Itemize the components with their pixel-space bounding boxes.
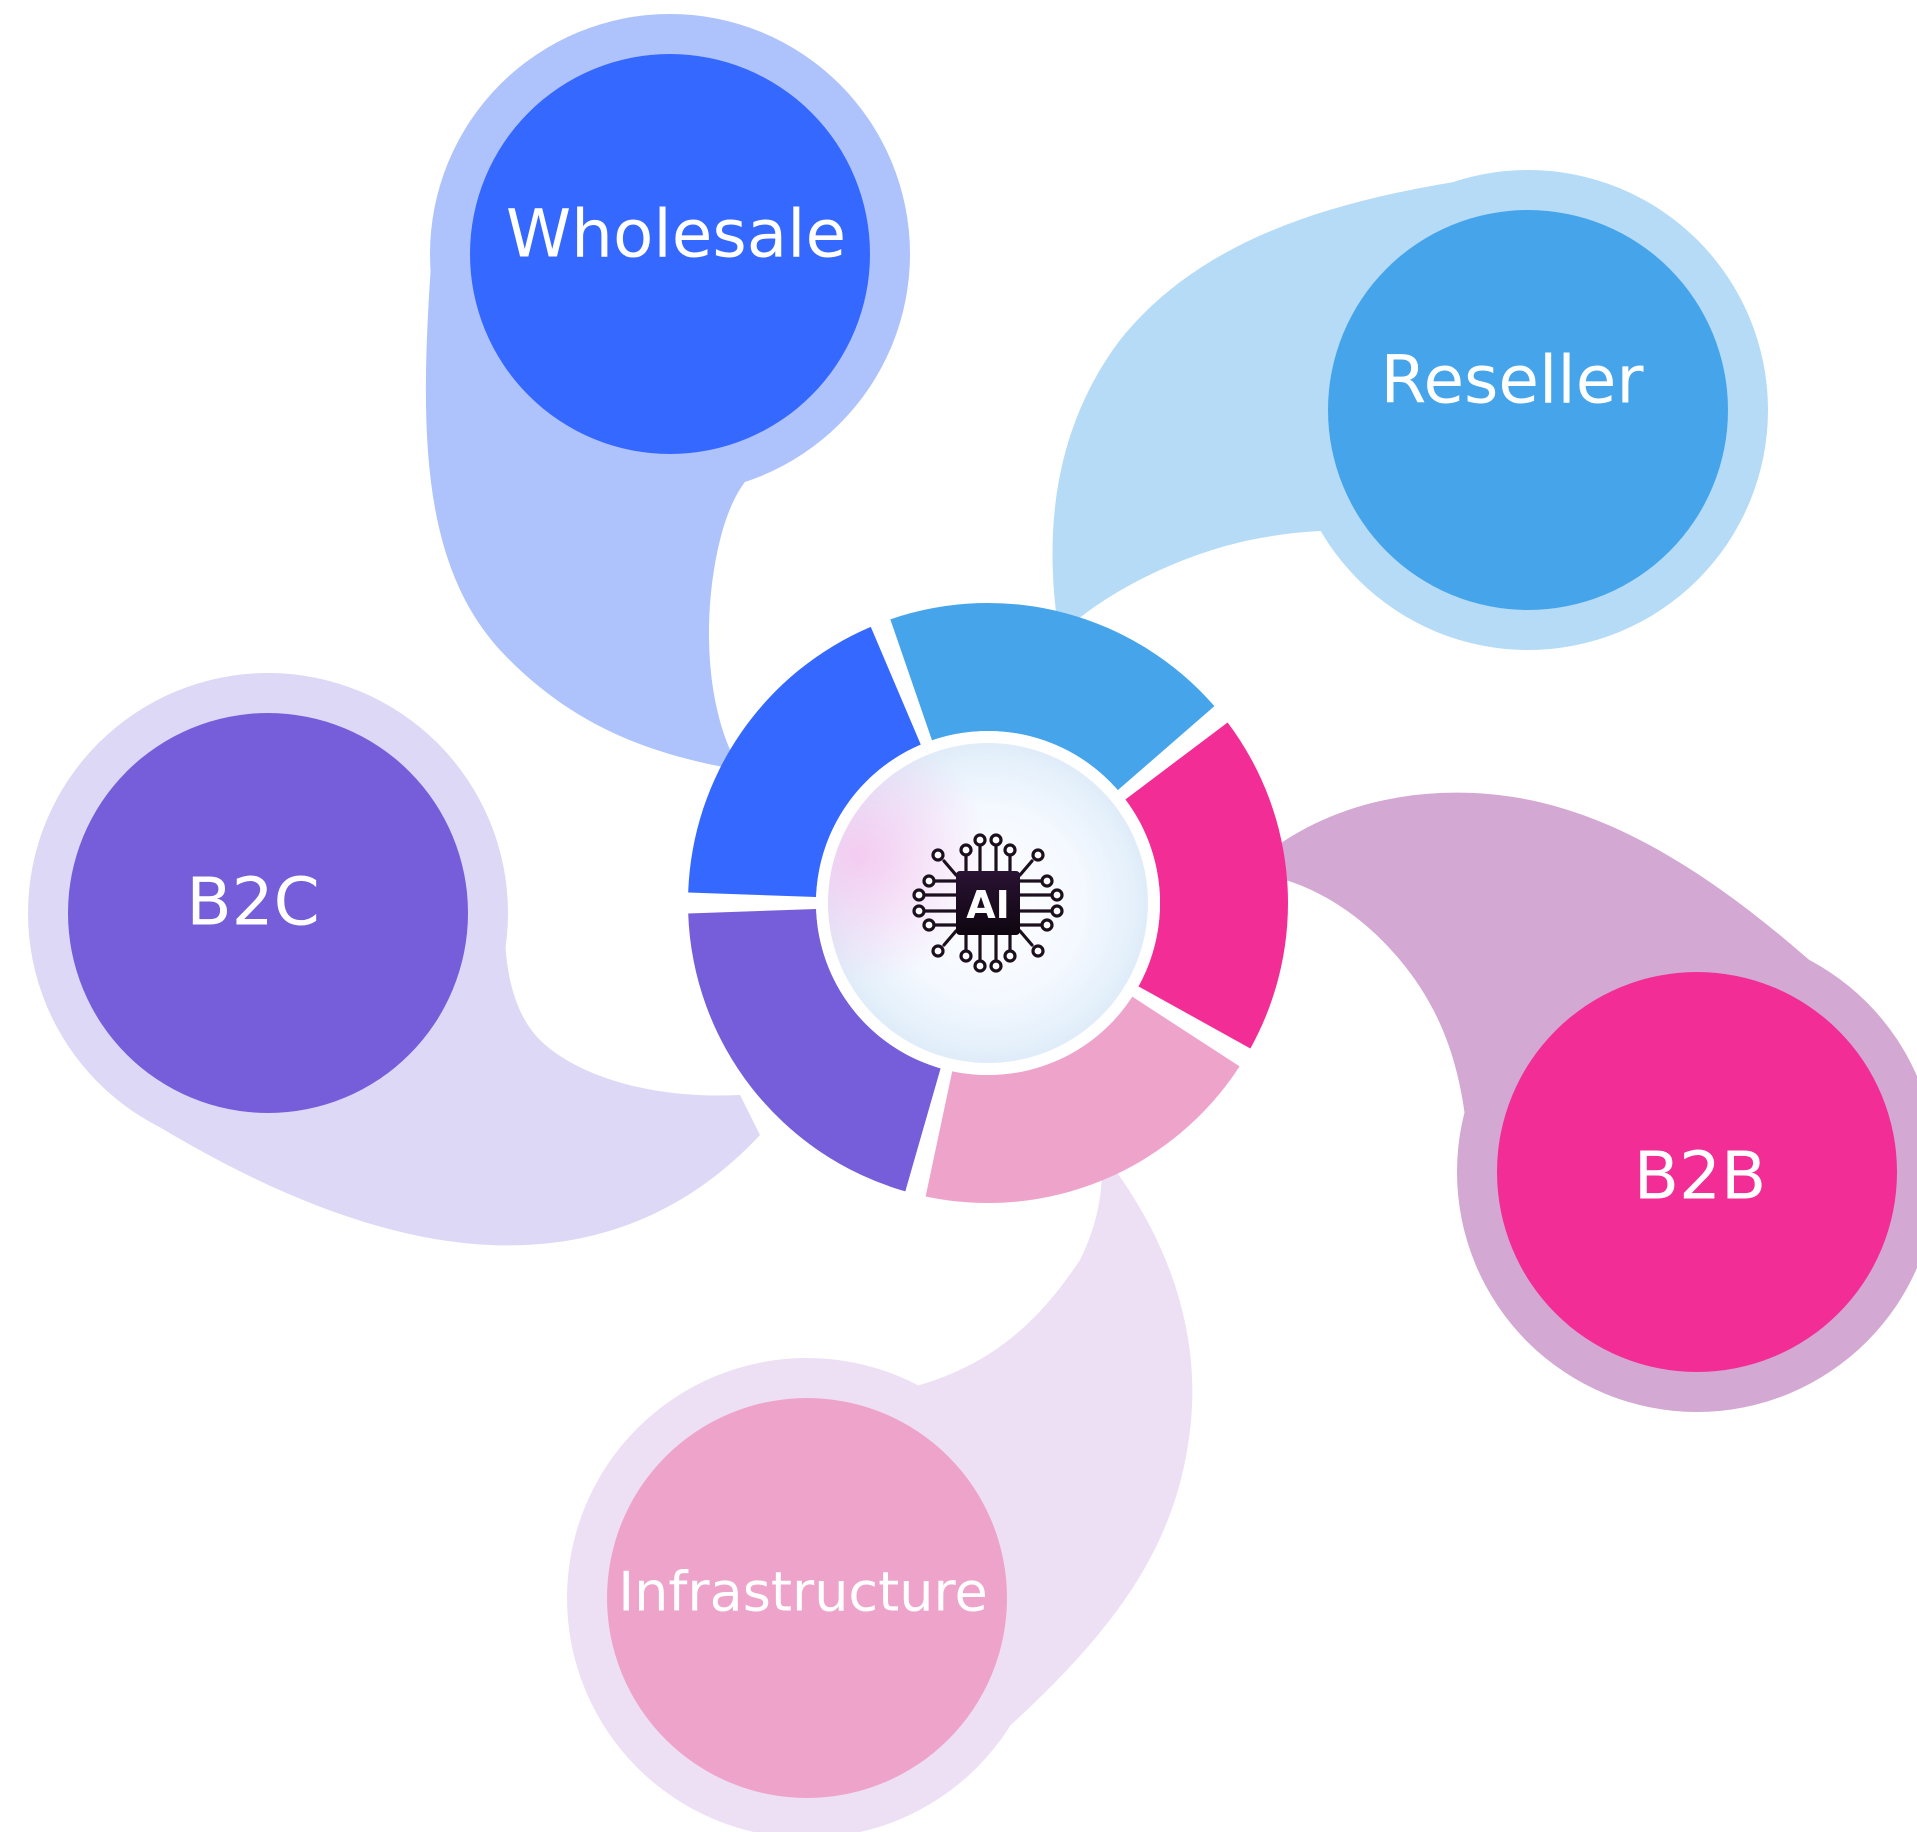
b2b-circle[interactable] xyxy=(1497,972,1897,1372)
b2c-circle[interactable] xyxy=(68,713,468,1113)
circuit-node xyxy=(1040,874,1054,888)
circuit-node xyxy=(912,888,926,902)
b2c-label: B2C xyxy=(186,864,319,941)
circuit-node xyxy=(931,944,945,958)
node-reseller: Reseller xyxy=(1052,170,1768,650)
node-b2b: B2B xyxy=(1245,792,1917,1412)
node-infrastructure: Infrastructure xyxy=(567,1150,1193,1832)
circuit-node xyxy=(1003,843,1017,857)
ring-segment-wholesale[interactable] xyxy=(688,626,921,897)
circuit-trace xyxy=(1018,929,1034,947)
circuit-node xyxy=(1003,949,1017,963)
ring-segment-b2c[interactable] xyxy=(688,909,941,1192)
circuit-trace xyxy=(1018,859,1034,877)
circuit-node xyxy=(912,904,926,918)
circuit-node xyxy=(973,959,987,973)
infrastructure-circle[interactable] xyxy=(607,1398,1007,1798)
reseller-circle[interactable] xyxy=(1328,210,1728,610)
ai-chip-body xyxy=(956,871,1020,935)
infrastructure-label: Infrastructure xyxy=(618,1561,988,1624)
circuit-node xyxy=(989,833,1003,847)
ring-segment-reseller[interactable] xyxy=(890,603,1215,791)
circuit-node xyxy=(959,843,973,857)
circuit-node xyxy=(1031,848,1045,862)
circuit-node xyxy=(959,949,973,963)
circuit-node xyxy=(1050,888,1064,902)
circuit-node xyxy=(973,833,987,847)
ai-chip-label: AI xyxy=(966,883,1010,927)
ring-segment-infrastructure[interactable] xyxy=(925,996,1240,1204)
circuit-node xyxy=(1040,918,1054,932)
circuit-node xyxy=(922,874,936,888)
node-wholesale: Wholesale xyxy=(425,14,910,770)
circuit-trace xyxy=(942,929,958,947)
ai-chip-icon: AI xyxy=(912,833,1064,973)
circuit-node xyxy=(931,848,945,862)
circuit-node xyxy=(989,959,1003,973)
circuit-node xyxy=(1050,904,1064,918)
circuit-node xyxy=(1031,944,1045,958)
circuit-node xyxy=(922,918,936,932)
node-b2c: B2C xyxy=(28,673,760,1246)
center-ring xyxy=(688,603,1289,1204)
circuit-trace xyxy=(942,859,958,877)
wholesale-label: Wholesale xyxy=(506,196,846,273)
wholesale-circle[interactable] xyxy=(470,54,870,454)
b2b-label: B2B xyxy=(1634,1138,1767,1215)
ring-segment-b2b[interactable] xyxy=(1125,722,1289,1049)
reseller-label: Reseller xyxy=(1381,342,1645,419)
